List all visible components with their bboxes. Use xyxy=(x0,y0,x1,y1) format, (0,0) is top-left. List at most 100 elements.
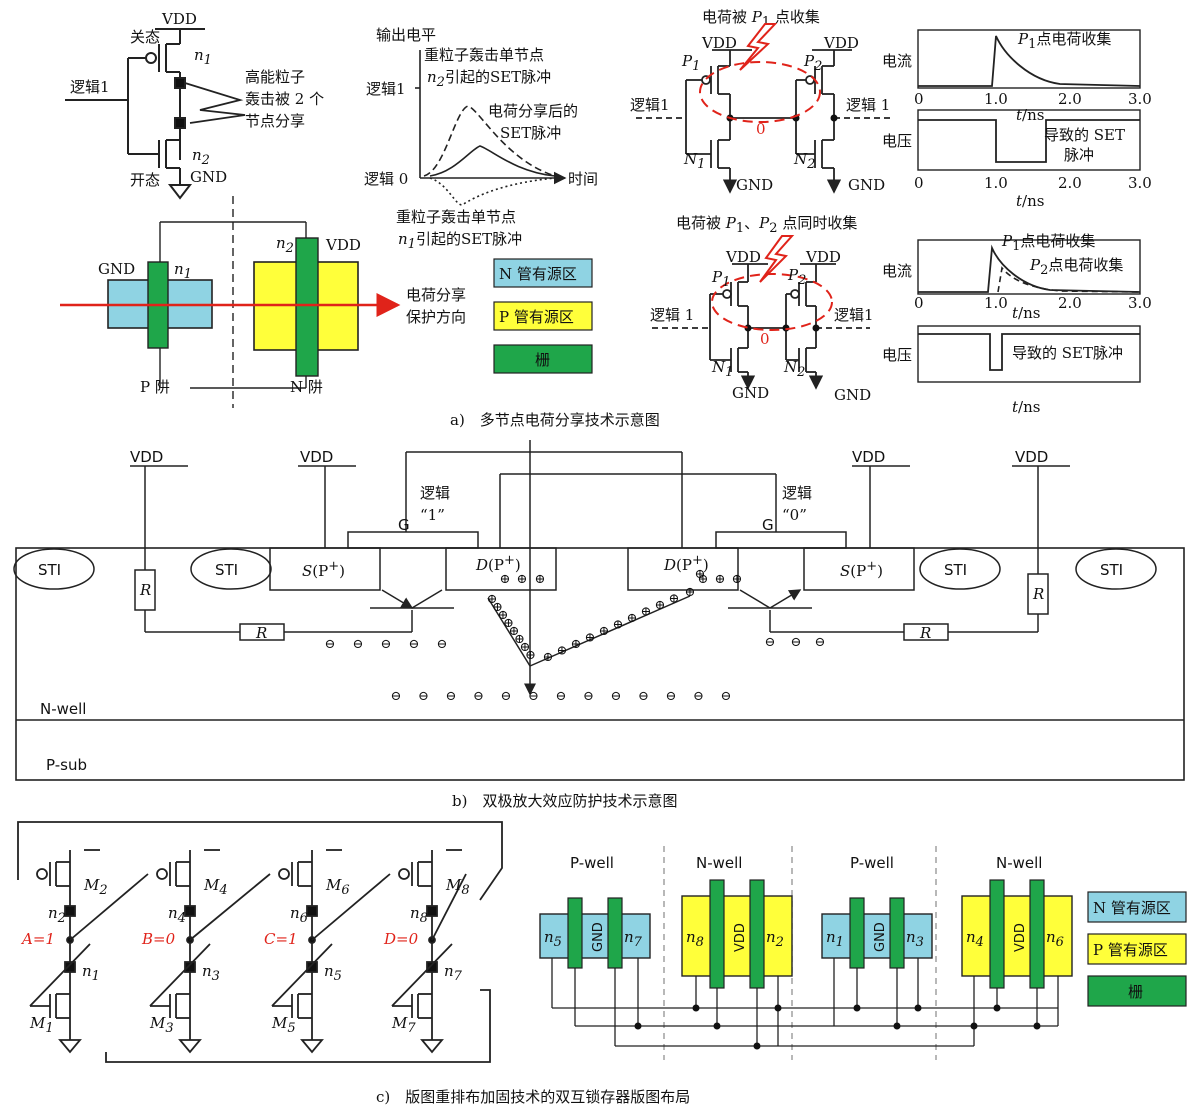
svg-text:P1: P1 xyxy=(711,268,730,290)
svg-text:n1: n1 xyxy=(826,928,844,950)
tick-label: 2.0 xyxy=(1058,294,1082,312)
panel-a-double-collection: 电荷被 P1、P2 点同时收集 xyxy=(650,214,874,404)
electron-symbol: ⊖ xyxy=(556,689,567,704)
dice-latch-labels: A=1n2n1M2M1B=0n4n3M4M3C=1n6n5M6M5D=0n8n7… xyxy=(20,876,470,1036)
node-label: n xyxy=(1046,928,1056,946)
node-label: n8 xyxy=(410,904,428,926)
svg-text:S(P+): S(P+) xyxy=(840,559,883,580)
logic-right-label: 逻辑1 xyxy=(834,306,874,324)
hole-symbol: ⊕ xyxy=(641,605,652,620)
svg-text:n2: n2 xyxy=(192,146,210,168)
particle-note-line2: 轰击被 2 个 xyxy=(245,90,324,108)
svg-text:P2: P2 xyxy=(787,266,806,288)
resistor-label: R xyxy=(255,624,267,642)
legend-n-active-swatch xyxy=(1087,891,1187,923)
voltage-trace xyxy=(918,333,1140,371)
hole-symbol: ⊕ xyxy=(627,611,638,626)
tick-label: 3.0 xyxy=(1128,90,1152,108)
panel-a: VDD 关态 逻辑1 开态 xyxy=(60,8,1152,429)
gate-strip xyxy=(749,879,765,989)
hole-symbol: ⊕ xyxy=(695,567,706,582)
gate-strip xyxy=(849,897,865,969)
p-active-region xyxy=(961,895,1073,977)
hole-symbol: ⊕ xyxy=(498,608,509,623)
pmos-label: M4 xyxy=(203,876,228,898)
n1-set-note-line1: 重粒子轰击单节点 xyxy=(396,208,516,226)
pmos-label: M6 xyxy=(325,876,350,898)
svg-text:P2: P2 xyxy=(803,52,822,74)
pmos-label: M8 xyxy=(445,876,470,898)
logic-label-right: 逻辑 xyxy=(782,484,812,502)
n1-label: N xyxy=(711,358,726,376)
legend-n-active-swatch xyxy=(493,258,593,288)
sti-label: STI xyxy=(1100,561,1123,579)
electron-symbol: ⊖ xyxy=(765,635,776,650)
resistor-label: R xyxy=(1032,585,1044,603)
electron-symbol: ⊖ xyxy=(446,689,457,704)
svg-text:n1引起的SET脉冲: n1引起的SET脉冲 xyxy=(398,230,522,252)
svg-text:N2: N2 xyxy=(793,150,815,172)
tick-label: 1.0 xyxy=(984,174,1008,192)
voltage-trace xyxy=(918,119,1140,163)
voltage-note-line2: 脉冲 xyxy=(1064,146,1094,164)
collection-ellipse xyxy=(699,61,821,123)
hole-symbol: ⊕ xyxy=(503,616,514,631)
sti-label: STI xyxy=(944,561,967,579)
p1-label: P xyxy=(681,52,693,70)
substrate-box xyxy=(15,547,1185,781)
gate-strip xyxy=(567,897,583,969)
hole-symbol: ⊕ xyxy=(685,585,696,600)
electron-symbol: ⊖ xyxy=(418,689,429,704)
svg-text:n5: n5 xyxy=(544,928,562,950)
node-label: n6 xyxy=(290,904,308,926)
node-n1-label: n xyxy=(174,260,184,278)
svg-text:电荷被 P1 点收集: 电荷被 P1 点收集 xyxy=(702,8,820,30)
current-note-p1: 点电荷收集 xyxy=(1020,232,1095,250)
node-label: n2 xyxy=(48,904,66,926)
node-label: n xyxy=(686,928,696,946)
svg-text:D(P+): D(P+) xyxy=(475,553,521,574)
hole-symbol: ⊕ xyxy=(698,572,709,587)
gate-label: G xyxy=(762,516,774,534)
voltage-axis-label: 电压 xyxy=(882,132,912,150)
vdd-label: VDD xyxy=(161,10,197,28)
node-n2-label: n xyxy=(192,146,202,164)
dice-latch-layout: P-well N-well P-well N-well xyxy=(539,846,1073,1060)
p-well-label: P-well xyxy=(570,854,614,872)
node-n1-label: n xyxy=(194,46,204,64)
svg-text:P1: P1 xyxy=(681,52,700,74)
electron-symbol: ⊖ xyxy=(693,689,704,704)
logic0-level-label: 逻辑 0 xyxy=(364,170,408,188)
p1-label: P xyxy=(711,268,723,286)
time-unit-label: t/ns xyxy=(1016,192,1044,210)
hole-symbol: ⊕ xyxy=(514,632,525,647)
time-unit-label: t/ns xyxy=(1016,106,1044,124)
vdd-label: VDD xyxy=(300,448,333,466)
n2-label: N xyxy=(783,358,798,376)
svg-text:N1: N1 xyxy=(683,150,705,172)
n-well-label: N-well xyxy=(696,854,742,872)
panel-a-inverter-schematic: VDD 关态 逻辑1 开态 xyxy=(65,10,324,200)
legend-n-active-label: N 管有源区 xyxy=(499,265,577,283)
node-n2-label: n xyxy=(276,234,286,252)
panel-c-legend: N 管有源区 P 管有源区 栅 xyxy=(1087,891,1187,1007)
logic-value-one: “1” xyxy=(420,506,445,524)
n-well-label: N-well xyxy=(996,854,1042,872)
node-value-label: B=0 xyxy=(141,930,176,948)
electron-symbol: ⊖ xyxy=(666,689,677,704)
gate-label: G xyxy=(398,516,410,534)
lightning-icon xyxy=(739,23,778,71)
hole-symbol: ⊕ xyxy=(669,592,680,607)
sti-label: STI xyxy=(38,561,61,579)
node-label: n xyxy=(906,928,916,946)
legend-gate-label: 栅 xyxy=(535,351,550,369)
carrier-symbols: ⊖⊖⊖⊖⊖⊖⊖⊖⊖⊖⊖⊖⊖⊖⊖⊖⊖⊖⊖⊖⊖⊕⊕⊕⊕⊕⊕⊕⊕⊕⊕⊕⊕⊕⊕⊕⊕⊕⊕⊕… xyxy=(325,567,826,704)
electron-symbol: ⊖ xyxy=(583,689,594,704)
electron-symbol: ⊖ xyxy=(638,689,649,704)
svg-text:电荷被 P1、P2 点同时收集: 电荷被 P1、P2 点同时收集 xyxy=(676,214,857,236)
electron-symbol: ⊖ xyxy=(409,637,420,652)
voltage-note: 导致的 SET脉冲 xyxy=(1012,344,1123,362)
p-well-label: P 阱 xyxy=(140,378,170,396)
gnd-rail-label: GND xyxy=(591,922,606,952)
current-axis-label: 电流 xyxy=(882,262,912,280)
